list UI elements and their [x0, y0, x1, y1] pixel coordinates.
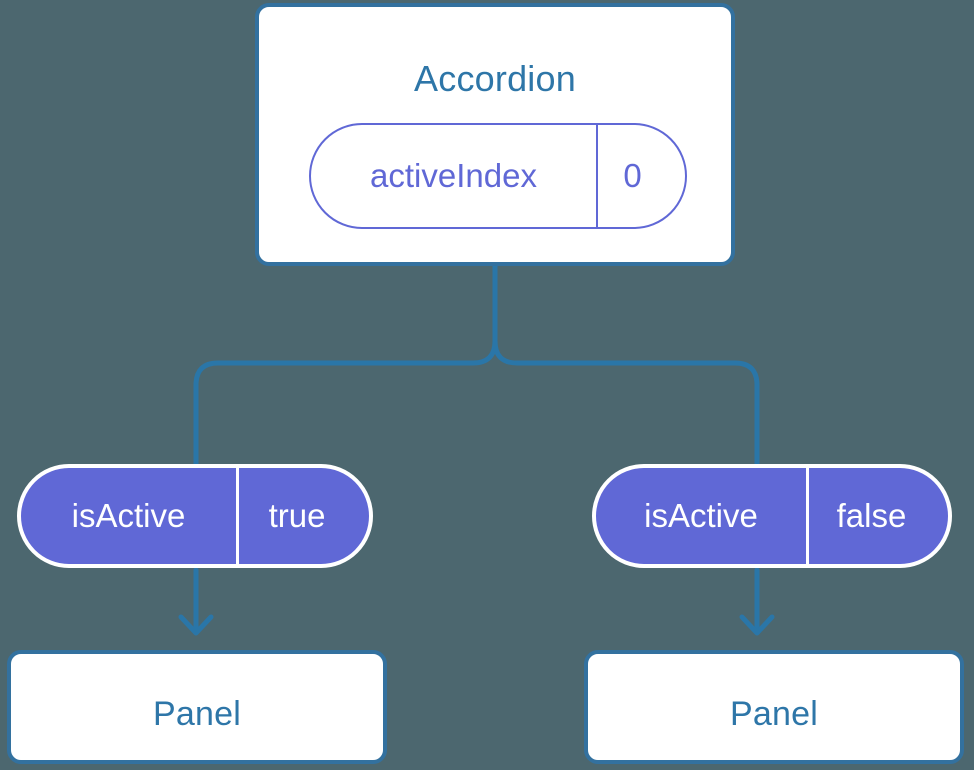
connector-root-fork-right [492, 338, 760, 467]
panel-title: Panel [730, 695, 818, 733]
prop-pill-key: isActive [596, 468, 809, 564]
state-pill-key: activeIndex [311, 125, 598, 227]
prop-pill-key: isActive [21, 468, 239, 564]
panel-component-card-right[interactable]: Panel [584, 650, 964, 764]
prop-pill-is-active-false[interactable]: isActive false [592, 464, 952, 568]
panel-component-card-left[interactable]: Panel [7, 650, 387, 764]
accordion-component-card[interactable]: Accordion activeIndex 0 [255, 3, 735, 266]
state-pill-value: 0 [623, 157, 642, 194]
prop-pill-value: true [268, 497, 326, 534]
panel-title: Panel [153, 695, 241, 733]
connector-left-arrow-head [178, 614, 214, 636]
accordion-title: Accordion [414, 58, 576, 99]
connector-root-fork [193, 263, 498, 467]
state-pill-active-index[interactable]: activeIndex 0 [309, 123, 687, 229]
connector-right-arrow-head [739, 614, 775, 636]
prop-pill-value: false [836, 497, 907, 534]
prop-pill-is-active-true[interactable]: isActive true [17, 464, 373, 568]
